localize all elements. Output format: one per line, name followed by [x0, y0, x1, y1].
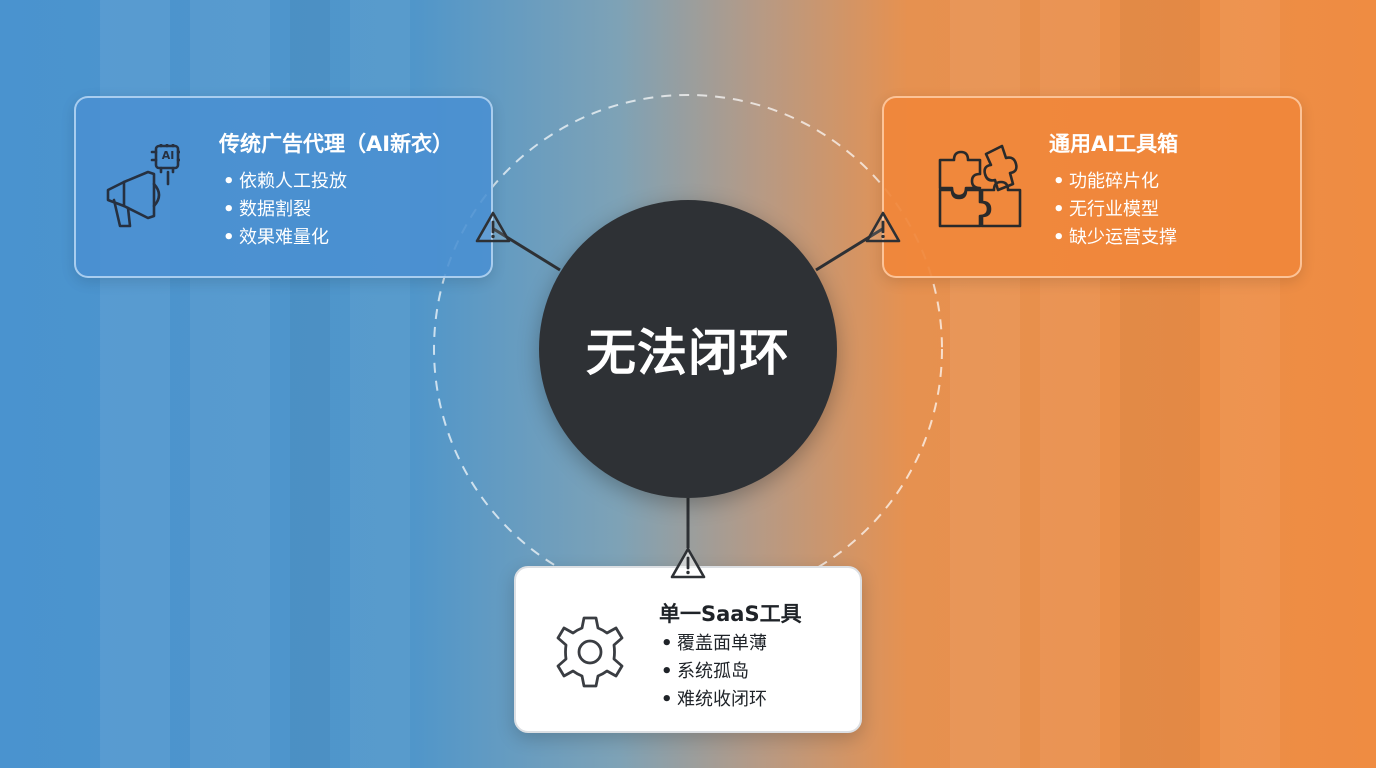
card-list: •依赖人工投放 •数据割裂 •效果难量化 [223, 168, 347, 252]
list-item-text: 数据割裂 [239, 199, 311, 220]
list-item: •数据割裂 [223, 196, 347, 224]
list-item: •难统收闭环 [661, 686, 767, 714]
list-item: •缺少运营支撑 [1053, 224, 1177, 252]
bullet: • [223, 199, 235, 220]
card-general-ai-toolbox: 通用AI工具箱 •功能碎片化 •无行业模型 •缺少运营支撑 [882, 96, 1302, 278]
list-item-text: 功能碎片化 [1069, 171, 1159, 192]
bullet: • [661, 689, 673, 710]
center-label: 无法闭环 [586, 324, 790, 382]
list-item: •功能碎片化 [1053, 168, 1177, 196]
list-item-text: 系统孤岛 [677, 661, 749, 682]
list-item-text: 效果难量化 [239, 227, 329, 248]
megaphone-ai-chip-icon: AI [104, 140, 184, 238]
warning-triangle-icon [864, 210, 902, 248]
card-list: •覆盖面单薄 •系统孤岛 •难统收闭环 [661, 630, 767, 714]
list-item-text: 覆盖面单薄 [677, 633, 767, 654]
card-single-saas-tool: 单一SaaS工具 •覆盖面单薄 •系统孤岛 •难统收闭环 [514, 566, 862, 733]
puzzle-icon [936, 144, 1026, 234]
list-item: •依赖人工投放 [223, 168, 347, 196]
list-item: •无行业模型 [1053, 196, 1177, 224]
list-item: •系统孤岛 [661, 658, 767, 686]
bullet: • [1053, 171, 1065, 192]
card-traditional-agency: AI 传统广告代理（AI新衣） •依赖人工投放 •数据割裂 •效果难量化 [74, 96, 493, 278]
bullet: • [1053, 199, 1065, 220]
center-hub: 无法闭环 [539, 200, 837, 498]
warning-triangle-icon [669, 546, 707, 584]
warning-triangle-icon [474, 210, 512, 248]
list-item: •效果难量化 [223, 224, 347, 252]
connector-line-right [815, 226, 885, 272]
card-title: 传统广告代理（AI新衣） [219, 132, 454, 156]
list-item-text: 依赖人工投放 [239, 171, 347, 192]
bullet: • [1053, 227, 1065, 248]
gear-icon [552, 614, 628, 694]
list-item: •覆盖面单薄 [661, 630, 767, 658]
bullet: • [223, 227, 235, 248]
ai-chip-label: AI [161, 149, 175, 162]
card-title: 通用AI工具箱 [1049, 132, 1179, 156]
list-item-text: 难统收闭环 [677, 689, 767, 710]
connector-line-left [491, 226, 561, 272]
card-title: 单一SaaS工具 [659, 602, 802, 626]
card-list: •功能碎片化 •无行业模型 •缺少运营支撑 [1053, 168, 1177, 252]
list-item-text: 无行业模型 [1069, 199, 1159, 220]
bullet: • [223, 171, 235, 192]
bullet: • [661, 633, 673, 654]
bullet: • [661, 661, 673, 682]
list-item-text: 缺少运营支撑 [1069, 227, 1177, 248]
